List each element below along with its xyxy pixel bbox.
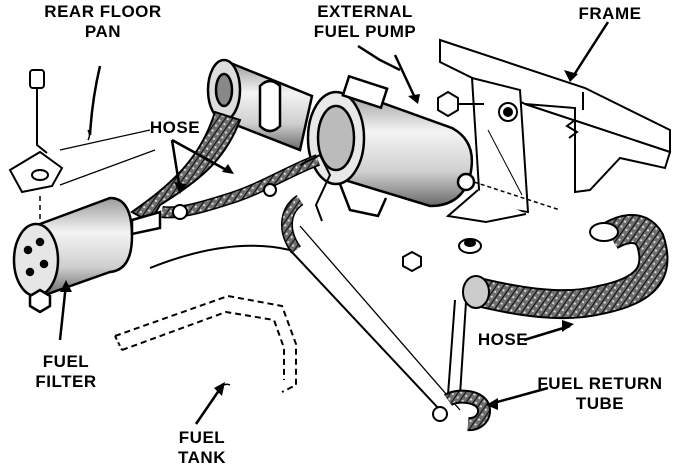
pump-inlet-cylinder: [206, 58, 314, 152]
return-tube-fitting: [432, 389, 491, 431]
arrowheads: [60, 70, 578, 410]
floor-pan-bracket: [8, 69, 156, 194]
label-fuel-return-tube: FUEL RETURN TUBE: [537, 374, 663, 413]
frame-rail: [439, 38, 672, 194]
short-hose: [281, 153, 332, 254]
fuel-tank-outline: [114, 244, 441, 411]
pump-bracket: [445, 76, 530, 224]
label-hose-upper: HOSE: [149, 118, 201, 137]
label-frame: FRAME: [578, 4, 642, 23]
label-fuel-filter: FUEL FILTER: [35, 352, 97, 391]
label-fuel-tank: FUEL TANK: [178, 428, 226, 467]
return-hose: [462, 214, 669, 320]
return-tube: [299, 225, 467, 411]
bolt-upper: [437, 90, 484, 118]
label-hose-lower: HOSE: [477, 330, 529, 349]
label-rear-floor-pan: REAR FLOOR PAN: [44, 2, 162, 41]
fuel-filter: [12, 196, 162, 314]
label-external-fuel-pump: EXTERNAL FUEL PUMP: [313, 2, 417, 41]
leader-lines: [58, 21, 610, 425]
bolt-lower: [402, 238, 482, 273]
